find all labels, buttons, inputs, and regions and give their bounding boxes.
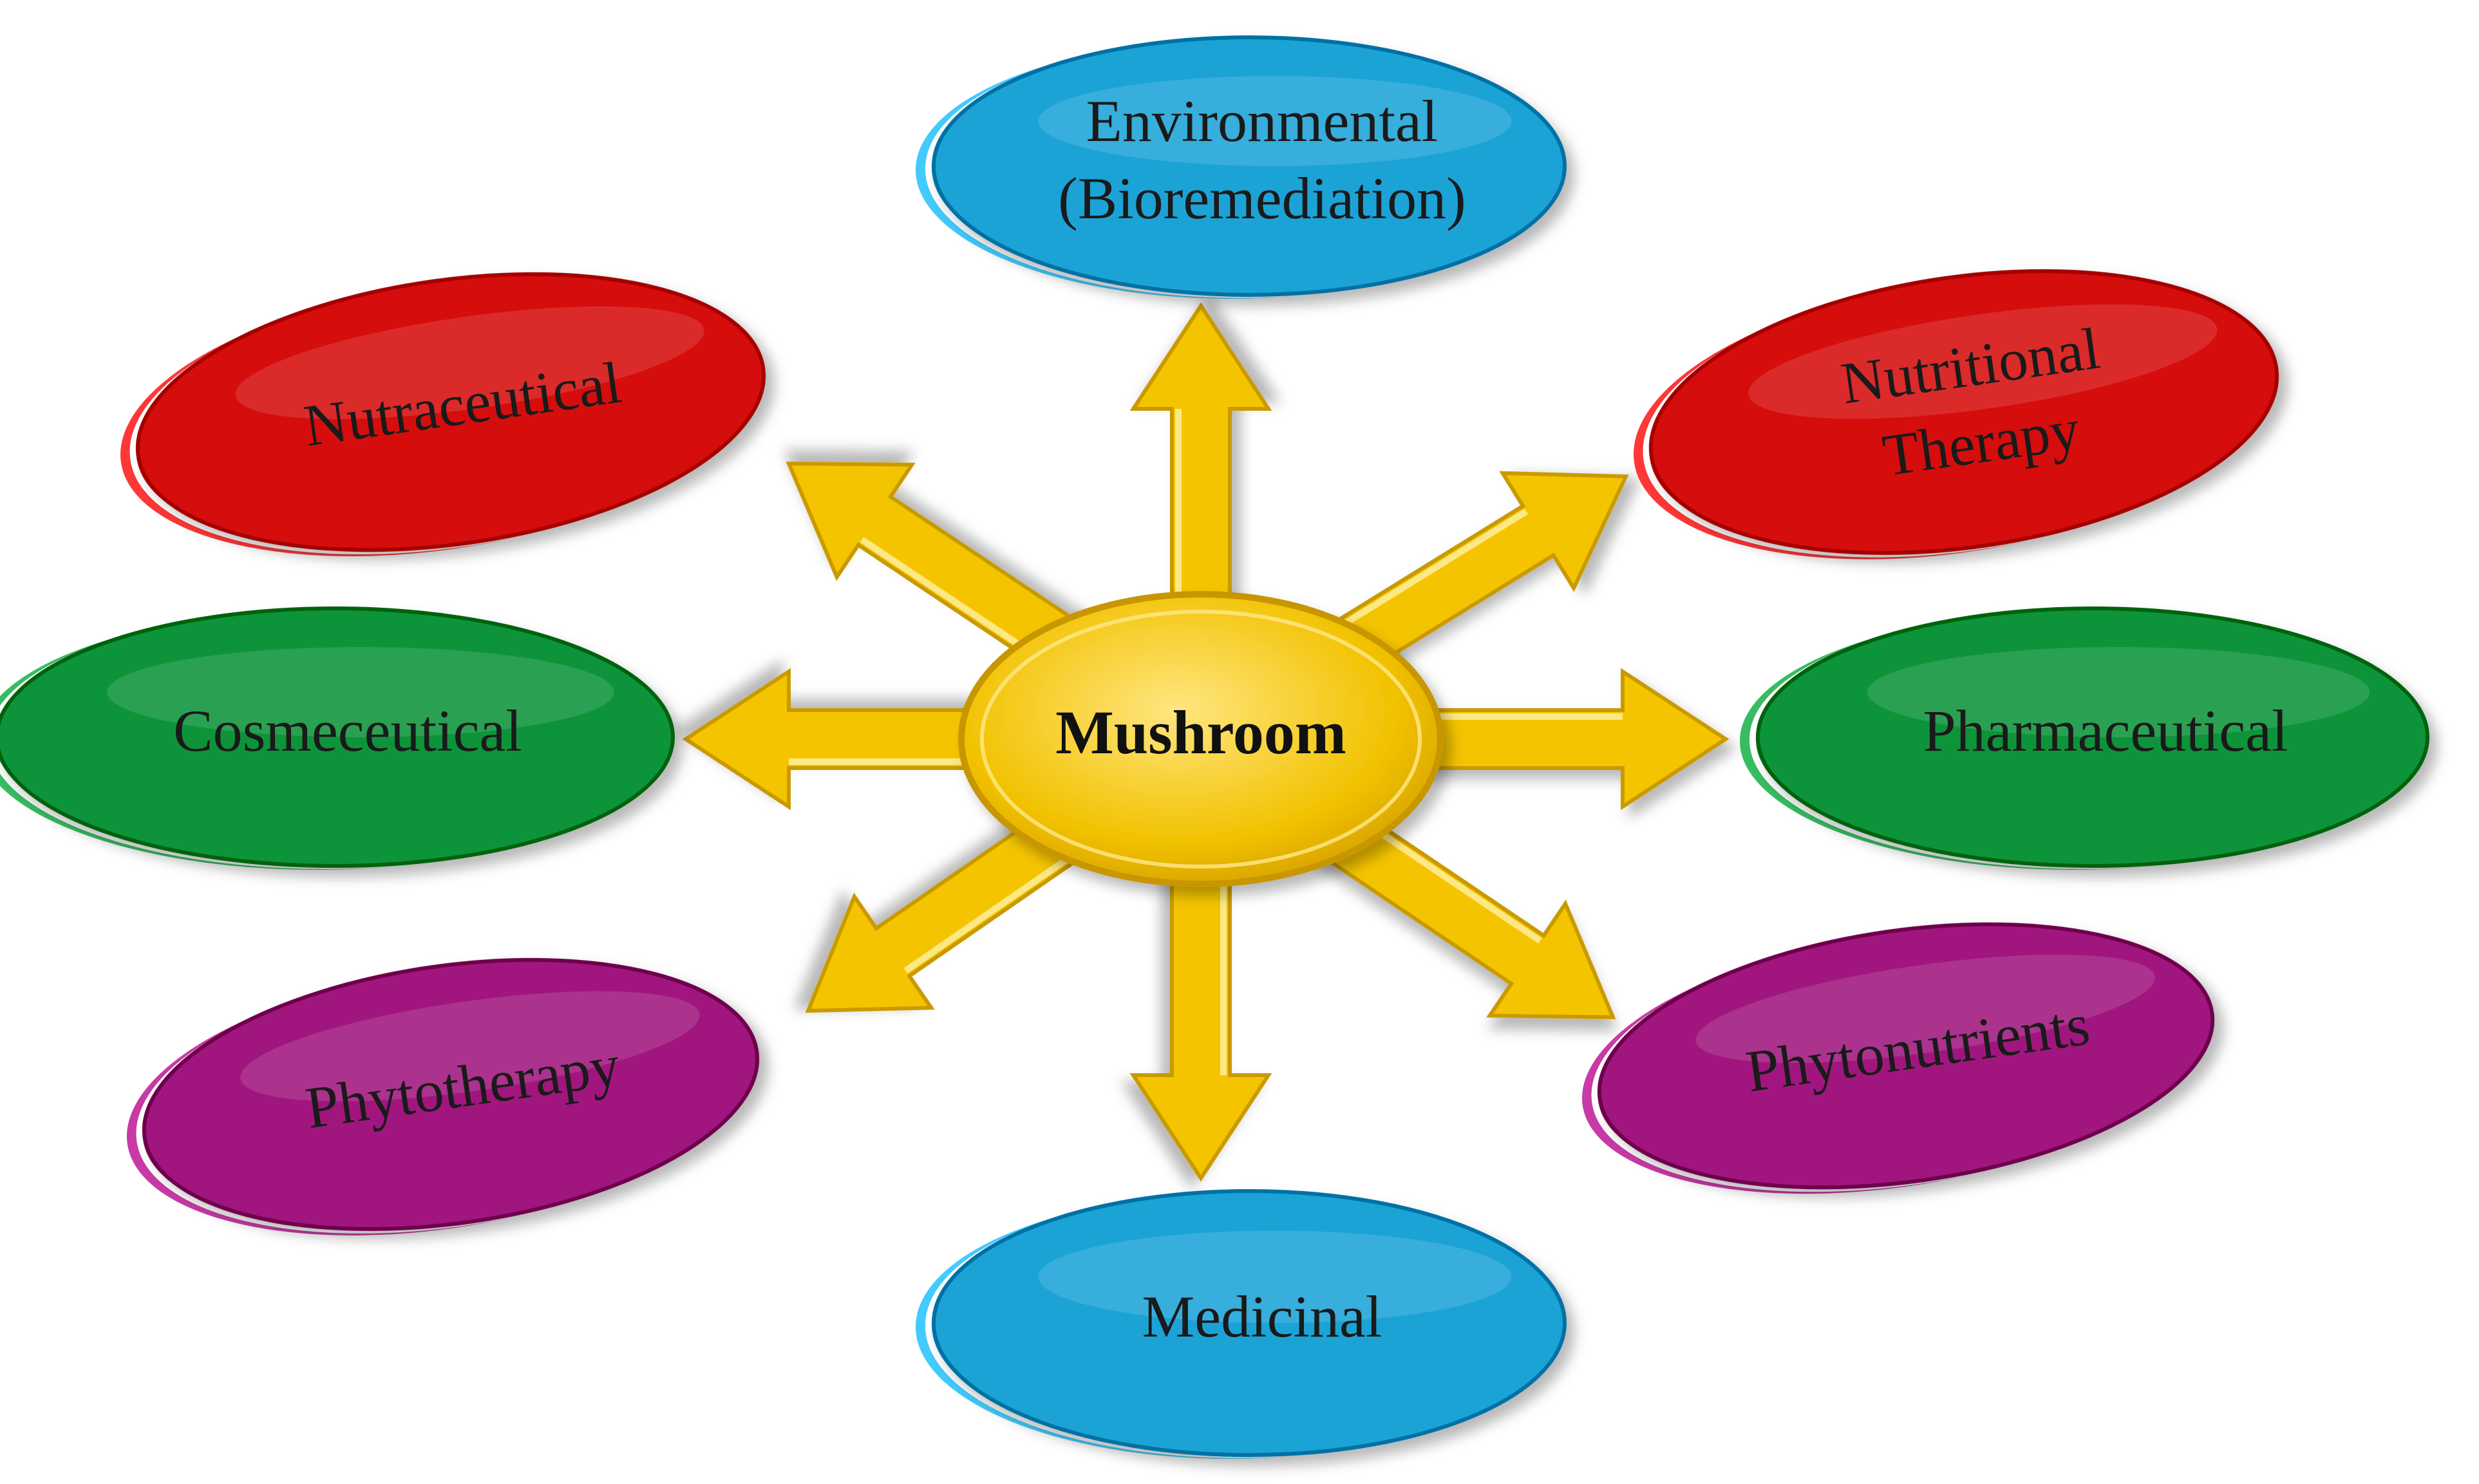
node-ellipse-phytonutrients [1597,922,2215,1190]
center-label: Mushroom [1055,698,1346,767]
center-ellipse-rim [980,610,1422,869]
node-shine-phytotherapy [240,991,700,1102]
node-ellipse-phytotherapy [142,957,760,1232]
node-shine-environmental [1038,76,1512,166]
node-phytonutrients: Phytonutrients [1582,922,2215,1194]
center-node: Mushroom [958,591,1444,887]
node-label-cosmeceutical: Cosmeceutical [173,698,522,764]
node-ellipse-cosmeceutical [0,606,675,868]
node-pharmaceutical: Pharmaceutical [1740,606,2429,870]
node-phytotherapy: Phytotherapy [126,957,760,1235]
center-ellipse [958,591,1444,887]
node-label-pharmaceutical: Pharmaceutical [1923,698,2288,764]
node-cosmeceutical: Cosmeceutical [0,606,675,870]
node-ellipse-nutraceutical [135,272,766,552]
node-ellipse-medicinal [932,1189,1567,1457]
nodes-group: Environmental (Bioremediation) Nutritional… [0,35,2429,1459]
node-nutraceutical: Nutraceutical [120,272,766,556]
node-shine-medicinal [1038,1230,1512,1323]
node-shine-nutritional-therapy [1748,304,2218,419]
node-ellipse-environmental [932,35,1567,297]
node-shine-pharmaceutical [1867,647,2370,737]
node-shine-cosmeceutical [107,647,614,737]
node-shine-phytonutrients [1695,954,2155,1063]
node-environmental: Environmental (Bioremediation) [916,35,1567,299]
node-shine-nutraceutical [235,306,704,419]
node-label-environmental: (Bioremediation) [1058,165,1466,231]
node-label-environmental: Environmental [1086,88,1438,154]
node-ellipse-pharmaceutical [1756,606,2429,868]
node-medicinal: Medicinal [916,1189,1567,1459]
node-label-medicinal: Medicinal [1142,1284,1382,1349]
node-ellipse-nutritional-therapy [1648,269,2279,555]
